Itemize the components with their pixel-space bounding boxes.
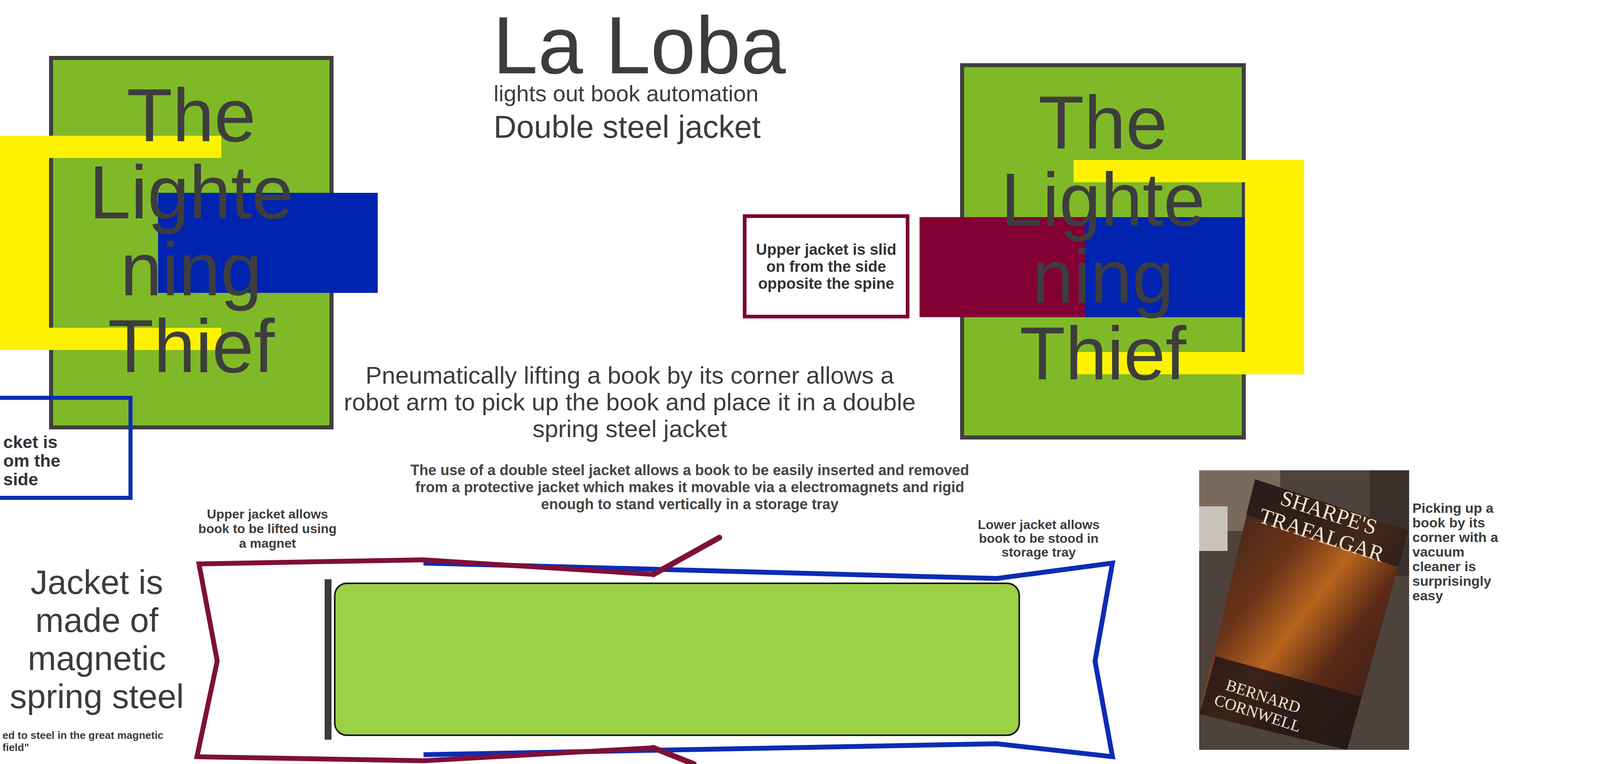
callout-box: Upper jacket is slid on from the side op… [742, 214, 910, 319]
photo-book [1199, 656, 1362, 751]
photo-book [1246, 479, 1409, 568]
material-note: Jacket is made of magnetic spring steel [3, 563, 191, 716]
jacket-tab [653, 537, 720, 575]
note-heading: Pneumatically lifting a book by its corn… [337, 362, 922, 443]
quote: ed to steel in the great magnetic field" [2, 729, 189, 754]
book-spine [324, 579, 332, 741]
callout-text: cket is om the side [3, 432, 77, 489]
jacket-tab [653, 748, 694, 764]
book-title: The Lighte ning Thief [964, 84, 1242, 393]
part-note: Lower jacket allows book to be stood in … [965, 517, 1112, 560]
book-cover: The Lighte ning Thief [49, 55, 334, 430]
part-note: Upper jacket allows book to be lifted us… [194, 506, 341, 551]
photo-book [1199, 479, 1409, 751]
title: La Loba [492, 8, 786, 82]
note-text: The use of a double steel jacket allows … [397, 462, 982, 514]
subtitle: lights out book automation [493, 81, 759, 107]
book-title: The Lighte ning Thief [53, 77, 330, 386]
book-cover: The Lighte ning Thief [960, 63, 1246, 440]
photo-caption: Picking up a book by its corner with a v… [1412, 500, 1510, 604]
callout-text: Upper jacket is slid on from the side op… [752, 241, 901, 293]
photo-background [1199, 506, 1228, 552]
upper-jacket-outline [196, 560, 654, 762]
lower-jacket-outline [423, 563, 1113, 758]
photo [1199, 470, 1410, 751]
book-side [334, 583, 1020, 736]
subtitle: Double steel jacket [493, 109, 761, 145]
callout-box: cket is om the side [0, 395, 133, 501]
